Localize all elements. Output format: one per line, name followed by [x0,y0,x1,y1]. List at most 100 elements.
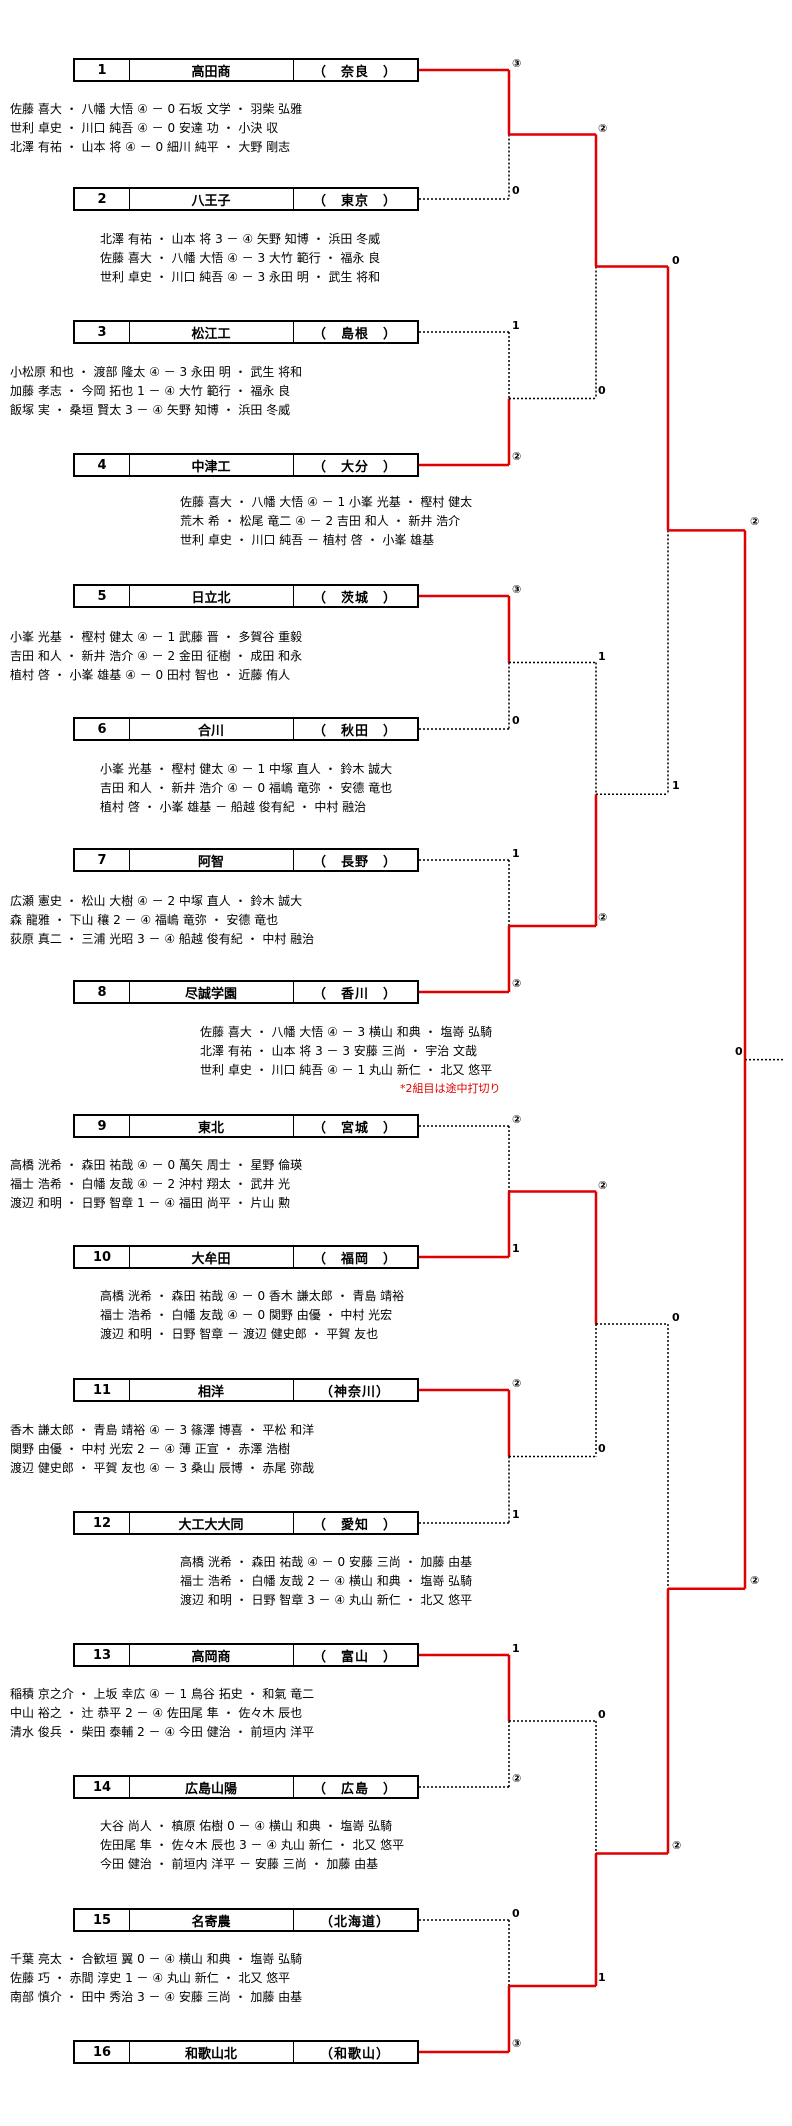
team-seed: 15 [75,1910,130,1930]
match-result-line: 佐藤 喜大 ・ 八幡 大悟 ④ － 3 大竹 範行 ・ 福永 良 [100,251,381,265]
match-score: 0 [735,1044,743,1058]
match-score: 0 [672,253,680,267]
team-seed: 10 [75,1247,130,1267]
match-result-line: 関野 由優 ・ 中村 光宏 2 － ④ 薄 正宣 ・ 赤澤 浩樹 [10,1442,291,1456]
match-result-line: 加藤 孝志 ・ 今岡 拓也 1 － ④ 大竹 範行 ・ 福永 良 [10,384,291,398]
match-score: ③ [512,2037,522,2050]
match-score: 0 [598,1708,606,1721]
match-score: 1 [598,649,606,663]
match-score: ② [598,121,608,135]
match-result-line: 渡辺 和明 ・ 日野 智章 － 渡辺 健史郎 ・ 平賀 友也 [100,1327,379,1341]
team-prefecture: （ 奈良 ） [312,64,397,80]
team-prefecture: （和歌山） [319,2046,390,2062]
team-seed: 5 [75,586,130,606]
team-prefecture: （ 秋田 ） [312,723,397,739]
match-result-line: 佐藤 喜大 ・ 八幡 大悟 ④ － 1 小峯 光基 ・ 樫村 健太 [180,495,473,509]
team-seed: 14 [75,1777,130,1797]
team-prefecture: （ 富山 ） [312,1649,397,1665]
team-prefecture: （ 長野 ） [312,854,397,870]
match-result-line: 小峯 光基 ・ 樫村 健太 ④ － 1 武藤 晋 ・ 多賀谷 重毅 [10,630,303,644]
match-result-line: 高橋 洸希 ・ 森田 祐哉 ④ － 0 安藤 三尚 ・ 加藤 由基 [180,1555,473,1569]
team-prefecture: （北海道） [319,1914,390,1930]
team-school: 八王子 [129,189,294,209]
match-score: 1 [512,847,520,860]
match-result-line: 香木 謙太郎 ・ 青島 靖裕 ④ － 3 篠澤 博喜 ・ 平松 和洋 [10,1423,315,1437]
match-score: 1 [672,779,680,793]
team-prefecture: （ 愛知 ） [312,1517,397,1533]
match-result-line: 佐藤 喜大 ・ 八幡 大悟 ④ － 3 横山 和典 ・ 塩嵜 弘騎 [200,1025,493,1039]
match-result-line: 北澤 有祐 ・ 山本 将 3 － ④ 矢野 知博 ・ 浜田 冬威 [100,232,381,246]
match-result-line: 世利 卓史 ・ 川口 純吾 ④ － 0 安達 功 ・ 小決 収 [10,121,279,135]
team-school: 中津工 [129,455,294,475]
team-school: 高岡商 [129,1645,294,1665]
match-score: ② [598,1178,608,1192]
match-score: 1 [512,1508,520,1521]
match-score: 1 [512,1642,520,1655]
team-school: 尽誠学園 [129,982,294,1002]
match-result-line: 佐藤 喜大 ・ 八幡 大悟 ④ － 0 石坂 文学 ・ 羽柴 弘雅 [10,102,303,116]
team-prefecture: （ 福岡 ） [312,1251,397,1267]
match-result-line: 佐藤 巧 ・ 赤間 淳史 1 － ④ 丸山 新仁 ・ 北又 悠平 [10,1971,291,1985]
team-school: 和歌山北 [129,2042,294,2062]
match-result-line: 広瀬 憲史 ・ 松山 大樹 ④ － 2 中塚 直人 ・ 鈴木 誠大 [10,894,303,908]
match-result-line: 南部 慎介 ・ 田中 秀治 3 － ④ 安藤 三尚 ・ 加藤 由基 [10,1990,303,2004]
match-result-line: 中山 裕之 ・ 辻 恭平 2 － ④ 佐田尾 隼 ・ 佐々木 辰也 [10,1706,303,1720]
match-result-line: 大谷 尚人 ・ 槙原 佑樹 0 － ④ 横山 和典 ・ 塩嵜 弘騎 [100,1819,393,1833]
match-score: ② [512,1772,522,1785]
team-seed: 16 [75,2042,130,2062]
team-school: 大牟田 [129,1247,294,1267]
match-score: 0 [512,714,520,727]
match-result-line: 植村 啓 ・ 小峯 雄基 ④ － 0 田村 智也 ・ 近藤 侑人 [10,668,291,682]
match-score: 1 [512,1242,520,1255]
team-school: 阿智 [129,850,294,870]
team-school: 大工大大同 [129,1513,294,1533]
match-score: ② [750,1573,760,1587]
match-result-line: 渡辺 和明 ・ 日野 智章 3 － ④ 丸山 新仁 ・ 北又 悠平 [180,1593,473,1607]
match-result-line: 高橋 洸希 ・ 森田 祐哉 ④ － 0 香木 謙太郎 ・ 青島 靖裕 [100,1289,405,1303]
match-result-line: 福士 浩希 ・ 白幡 友哉 2 － ④ 横山 和典 ・ 塩嵜 弘騎 [180,1574,473,1588]
match-result-line: 小松原 和也 ・ 渡部 隆太 ④ － 3 永田 明 ・ 武生 将和 [10,365,303,379]
team-seed: 11 [75,1380,130,1400]
team-prefecture: （ 香川 ） [312,986,397,1002]
team-seed: 4 [75,455,130,475]
match-result-line: 植村 啓 ・ 小峯 雄基 － 船越 俊有紀 ・ 中村 融治 [100,800,367,814]
team-prefecture: （神奈川） [319,1384,390,1400]
match-score: ② [512,450,522,463]
team-school: 日立北 [129,586,294,606]
match-result-line: 高橋 洸希 ・ 森田 祐哉 ④ － 0 萬矢 周士 ・ 星野 倫瑛 [10,1158,303,1172]
match-result-line: 渡辺 健史郎 ・ 平賀 友也 ④ － 3 桑山 辰博 ・ 赤尾 弥哉 [10,1461,315,1475]
team-school: 松江工 [129,322,294,342]
team-seed: 1 [75,60,130,80]
match-score: 0 [512,1907,520,1920]
match-result-line: 吉田 和人 ・ 新井 浩介 ④ － 2 金田 征樹 ・ 成田 和永 [10,649,303,663]
match-result-line: 吉田 和人 ・ 新井 浩介 ④ － 0 福嶋 竜弥 ・ 安德 竜也 [100,781,393,795]
match-result-line: 佐田尾 隼 ・ 佐々木 辰也 3 － ④ 丸山 新仁 ・ 北又 悠平 [100,1838,405,1852]
team-school: 東北 [129,1116,294,1136]
match-score: ③ [512,583,522,596]
match-result-line: 今田 健治 ・ 前垣内 洋平 － 安藤 三尚 ・ 加藤 由基 [100,1857,379,1871]
team-seed: 12 [75,1513,130,1533]
match-result-line: 世利 卓史 ・ 川口 純吾 ④ － 1 丸山 新仁 ・ 北又 悠平 [200,1063,493,1077]
match-result-line: 世利 卓史 ・ 川口 純吾 ④ － 3 永田 明 ・ 武生 将和 [100,270,381,284]
team-prefecture: （ 大分 ） [312,459,397,475]
team-prefecture: （ 宮城 ） [312,1120,397,1136]
team-seed: 3 [75,322,130,342]
match-result-line: 北澤 有祐 ・ 山本 将 3 － 3 安藤 三尚 ・ 宇治 文哉 [200,1044,478,1058]
team-school: 合川 [129,719,294,739]
match-result-line: 北澤 有祐 ・ 山本 将 ④ － 0 細川 純平 ・ 大野 剛志 [10,140,291,154]
match-score: 0 [672,1311,680,1324]
team-seed: 2 [75,189,130,209]
